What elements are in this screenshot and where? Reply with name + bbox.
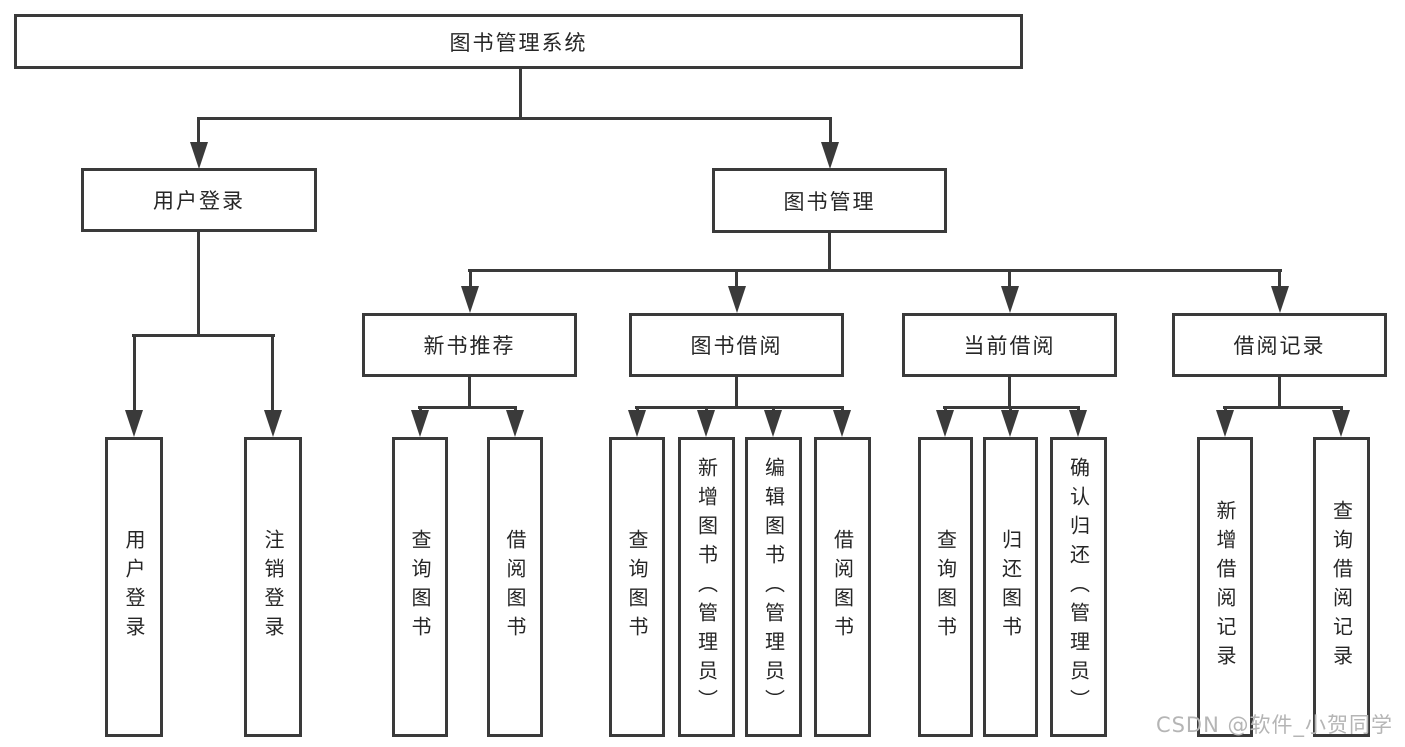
arrowhead-borrow-icon — [728, 286, 746, 313]
node-book-borrow-label: 图书借阅 — [690, 334, 783, 358]
arrowhead-leaf-icon — [1069, 410, 1087, 437]
node-new-book-recommend-label: 新书推荐 — [423, 334, 516, 358]
leaf-logout: 注销登录 — [244, 437, 302, 737]
leaf-query-borrow-record: 查询借阅记录 — [1313, 437, 1370, 737]
node-root: 图书管理系统 — [14, 14, 1023, 69]
leaf-confirm-return-admin: 确认归还（管理员） — [1050, 437, 1107, 737]
leaf-query-books-recommend-label: 查询图书 — [408, 529, 432, 645]
leaf-query-books-current: 查询图书 — [918, 437, 973, 737]
arrowhead-leaf-icon — [628, 410, 646, 437]
connector-login-drop — [197, 232, 200, 336]
arrowhead-current-icon — [1001, 286, 1019, 313]
leaf-query-books-recommend: 查询图书 — [392, 437, 448, 737]
arrowhead-leaf-icon — [411, 410, 429, 437]
leaf-add-borrow-record: 新增借阅记录 — [1197, 437, 1253, 737]
leaf-return-book-label: 归还图书 — [998, 529, 1023, 645]
node-borrow-records-label: 借阅记录 — [1233, 334, 1326, 358]
leaf-borrow-books: 借阅图书 — [814, 437, 871, 737]
node-current-borrow: 当前借阅 — [902, 313, 1117, 377]
arrowhead-leaf-logout-icon — [264, 410, 282, 437]
node-new-book-recommend: 新书推荐 — [362, 313, 577, 377]
node-user-login-label: 用户登录 — [153, 189, 245, 213]
connector-current-stub — [1008, 269, 1011, 289]
node-borrow-records: 借阅记录 — [1172, 313, 1387, 377]
arrowhead-book-mgmt-icon — [821, 142, 839, 169]
arrowhead-leaf-icon — [1332, 410, 1350, 437]
arrowhead-leaf-icon — [833, 410, 851, 437]
connector-cluster4-hline — [1223, 406, 1343, 409]
arrowhead-leaf-login-icon — [125, 410, 143, 437]
arrowhead-recommend-icon — [461, 286, 479, 313]
arrowhead-leaf-icon — [1001, 410, 1019, 437]
leaf-add-book-admin: 新增图书（管理员） — [678, 437, 735, 737]
connector-current-drop — [1008, 377, 1011, 408]
connector-book-mgmt-stub — [829, 117, 832, 144]
connector-records-drop — [1278, 377, 1281, 408]
connector-user-login-stub — [197, 117, 200, 144]
arrowhead-leaf-icon — [697, 410, 715, 437]
connector-recommend-stub — [469, 269, 472, 289]
node-root-label: 图书管理系统 — [449, 30, 588, 55]
connector-root-drop — [519, 69, 522, 118]
leaf-query-books-borrow-label: 查询图书 — [625, 529, 649, 645]
arrowhead-leaf-icon — [506, 410, 524, 437]
node-current-borrow-label: 当前借阅 — [963, 334, 1056, 358]
leaf-add-book-admin-label: 新增图书（管理员） — [694, 456, 719, 718]
leaf-edit-book-admin: 编辑图书（管理员） — [745, 437, 802, 737]
arrowhead-user-login-icon — [190, 142, 208, 169]
connector-login-hline — [132, 334, 275, 337]
arrowhead-records-icon — [1271, 286, 1289, 313]
connector-records-stub — [1278, 269, 1281, 289]
arrowhead-leaf-icon — [764, 410, 782, 437]
connector-cluster1-hline — [418, 406, 517, 409]
connector-level2-hline — [197, 117, 832, 120]
connector-borrow-drop — [735, 377, 738, 408]
connector-recommend-drop — [468, 377, 471, 408]
connector-mgmt-drop — [828, 233, 831, 272]
leaf-user-login-label: 用户登录 — [122, 529, 146, 645]
leaf-add-borrow-record-label: 新增借阅记录 — [1213, 500, 1237, 674]
leaf-borrow-books-label: 借阅图书 — [830, 529, 855, 645]
connector-leaf-logout-stub — [271, 334, 274, 412]
node-book-management: 图书管理 — [712, 168, 947, 233]
leaf-query-books-borrow: 查询图书 — [609, 437, 665, 737]
leaf-user-login: 用户登录 — [105, 437, 163, 737]
connector-cluster2-hline — [635, 406, 844, 409]
leaf-query-borrow-record-label: 查询借阅记录 — [1329, 500, 1354, 674]
leaf-confirm-return-admin-label: 确认归还（管理员） — [1066, 456, 1091, 718]
arrowhead-leaf-icon — [936, 410, 954, 437]
leaf-logout-label: 注销登录 — [261, 529, 285, 645]
leaf-borrow-books-recommend: 借阅图书 — [487, 437, 543, 737]
leaf-query-books-current-label: 查询图书 — [933, 529, 958, 645]
leaf-return-book: 归还图书 — [983, 437, 1038, 737]
node-user-login: 用户登录 — [81, 168, 317, 232]
connector-leaf-login-stub — [133, 334, 136, 412]
arrowhead-leaf-icon — [1216, 410, 1234, 437]
leaf-edit-book-admin-label: 编辑图书（管理员） — [761, 456, 786, 718]
node-book-borrow: 图书借阅 — [629, 313, 844, 377]
connector-borrow-stub — [735, 269, 738, 289]
leaf-borrow-books-recommend-label: 借阅图书 — [503, 529, 527, 645]
connector-level3-hline — [468, 269, 1282, 272]
node-book-management-label: 图书管理 — [783, 189, 876, 214]
